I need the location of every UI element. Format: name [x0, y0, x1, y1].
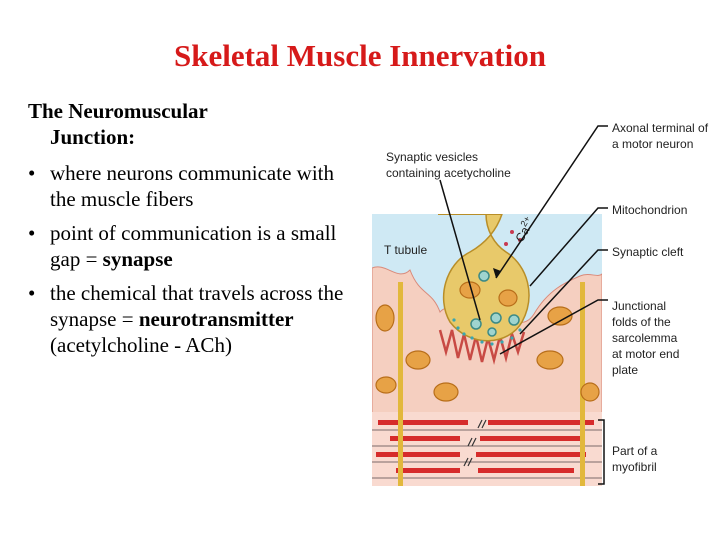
label-synaptic-cleft: Synaptic cleft [612, 245, 684, 259]
pointer-synaptic-cleft [519, 249, 608, 335]
figure-illustration [372, 214, 602, 486]
label-junctional-folds-2: folds of the [612, 315, 671, 329]
bullet-icon: • [28, 221, 36, 245]
bold-term-synapse: synapse [102, 247, 173, 271]
label-calcium: Ca2+ [511, 214, 538, 244]
calcium-ions [504, 230, 522, 246]
bullet-icon: • [28, 161, 36, 185]
text-column: The Neuromuscular Junction: •where neuro… [28, 98, 358, 366]
bullet-list: •where neurons communicate with the musc… [28, 160, 358, 358]
muscle-mitochondria [375, 304, 600, 402]
bullet-item-neurotransmitter: •the chemical that travels across the sy… [28, 281, 344, 357]
label-junctional-folds-5: plate [612, 363, 638, 377]
bold-term-neurotransmitter: neurotransmitter [138, 307, 294, 331]
myofibril-filaments [372, 429, 602, 479]
label-junctional-folds-3: sarcolemma [612, 331, 678, 345]
break-marks [463, 419, 487, 467]
label-axonal-terminal-1: Axonal terminal of [612, 121, 709, 135]
bracket-myofibril [598, 419, 605, 485]
bullet-item-neurons: •where neurons communicate with the musc… [28, 161, 334, 211]
terminal-mitochondria [459, 281, 518, 307]
slide-title: Skeletal Muscle Innervation [174, 38, 546, 73]
myofibril-bands [376, 420, 594, 473]
junctional-folds [438, 329, 526, 365]
pointer-axonal-terminal [495, 125, 608, 279]
label-synaptic-vesicles-1: Synaptic vesicles [386, 150, 478, 164]
acetylcholine-dots [452, 318, 522, 346]
heading-line-2: Junction: [50, 125, 136, 149]
pointer-lines [439, 125, 608, 485]
heading-line-1: The Neuromuscular [28, 99, 208, 123]
section-heading: The Neuromuscular Junction: [28, 98, 358, 150]
label-junctional-folds-1: Junctional [612, 299, 666, 313]
pointer-arrowheads [493, 268, 501, 278]
label-t-tubule: T tubule [384, 243, 427, 257]
label-junctional-folds-4: at motor end [612, 347, 679, 361]
bullet-item-synapse: •point of communication is a small gap =… [28, 221, 337, 271]
pointer-synaptic-vesicles [439, 179, 481, 321]
t-tubule-right [580, 282, 585, 486]
pointer-mitochondrion [529, 207, 608, 287]
bullet-icon: • [28, 281, 36, 305]
synaptic-vesicles [470, 270, 520, 337]
label-myofibril-1: Part of a [612, 444, 658, 458]
label-synaptic-vesicles-2: containing acetycholine [386, 166, 511, 180]
label-mitochondrion: Mitochondrion [612, 203, 687, 217]
label-myofibril-2: myofibril [612, 460, 657, 474]
label-axonal-terminal-2: a motor neuron [612, 137, 693, 151]
t-tubule-left [398, 282, 403, 486]
pointer-junctional-folds [499, 299, 608, 355]
